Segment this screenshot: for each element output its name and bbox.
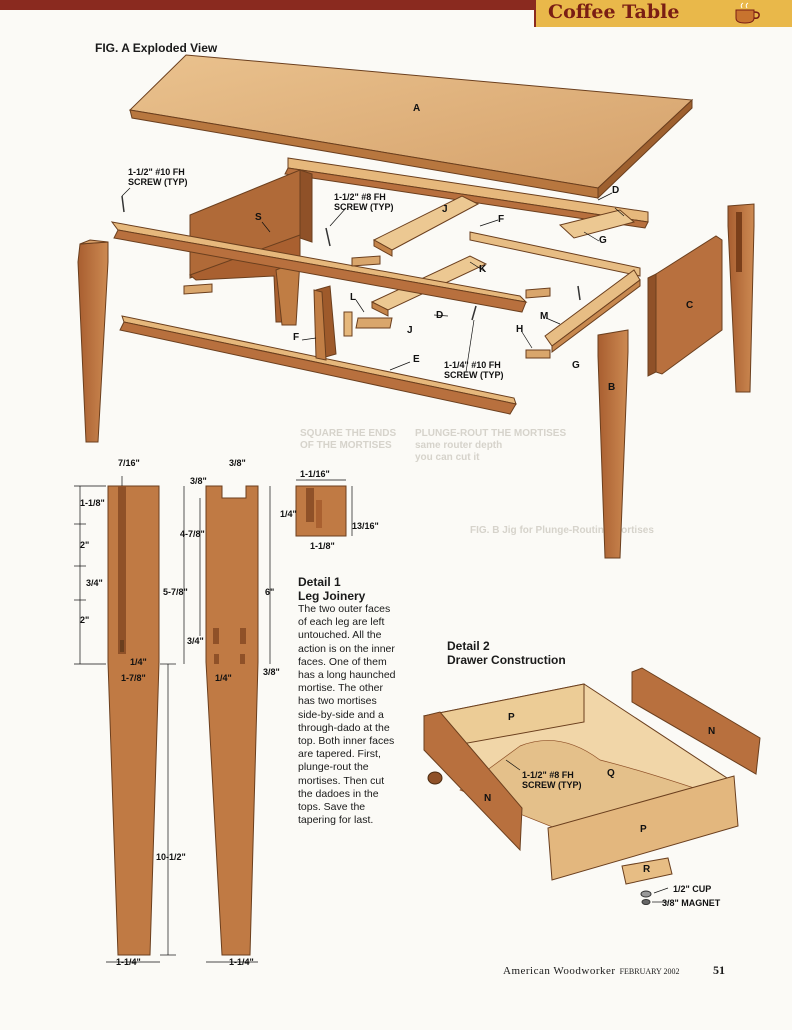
dim-label: 1/4"	[130, 657, 147, 667]
callout-screw-mid: 1-1/2" #8 FH SCREW (TYP)	[334, 192, 394, 212]
dim-label: 1-1/8"	[80, 498, 105, 508]
dim-label: 1-1/8"	[310, 541, 335, 551]
part-label-h: H	[516, 324, 524, 335]
dim-label: 7/16"	[118, 458, 140, 468]
part-label-d2: D	[436, 310, 444, 321]
coffee-cup-icon	[735, 2, 760, 24]
dim-label: 3/8"	[190, 476, 207, 486]
part-label-d: D	[612, 185, 620, 196]
dim-label: 4-7/8"	[180, 529, 205, 539]
dimension-lines	[74, 476, 353, 963]
issue-date: FEBRUARY 2002	[619, 967, 680, 976]
dim-label: 1-1/4"	[116, 957, 141, 967]
part-label-s: S	[255, 212, 262, 223]
part-label-a: A	[413, 103, 421, 114]
header-bar	[0, 0, 792, 10]
front-lower-rail-e	[119, 315, 517, 415]
page-title: Coffee Table	[548, 1, 680, 23]
detail-1-text: The two outer faces of each leg are left…	[298, 603, 396, 827]
part-label-g2: G	[572, 360, 580, 371]
leg-b	[597, 329, 629, 559]
callout-screw-left: 1-1/2" #10 FH SCREW (TYP)	[128, 167, 188, 187]
front-upper-rail-d	[110, 221, 528, 313]
callout-screw-bottom: 1-1/4" #10 FH SCREW (TYP)	[444, 360, 504, 380]
part-label-n: N	[708, 726, 716, 737]
divider-f	[313, 285, 337, 361]
part-label-p: P	[508, 712, 515, 723]
runner-frame	[469, 209, 641, 353]
callout-magnet: 3/8" MAGNET	[662, 898, 721, 908]
leg-elevation-1	[107, 485, 160, 956]
part-label-c: C	[686, 300, 694, 311]
part-label-n: N	[484, 793, 492, 804]
callout-cup: 1/2" CUP	[673, 884, 712, 894]
screws	[121, 195, 581, 321]
dim-label: 1/4"	[215, 673, 232, 683]
dim-label: 6"	[265, 587, 275, 597]
part-label-l: L	[350, 292, 357, 303]
magazine-name: American Woodworker	[503, 965, 616, 977]
part-label-b: B	[608, 382, 616, 393]
part-label-k: K	[479, 264, 487, 275]
dim-label: 5-7/8"	[163, 587, 188, 597]
leg-left	[77, 239, 109, 443]
dim-label: 10-1/2"	[156, 852, 186, 862]
tabletop-a	[128, 54, 694, 200]
leg-right	[727, 203, 755, 393]
part-label-g: G	[599, 235, 607, 246]
dim-label: 3/4"	[86, 578, 103, 588]
dim-label: 1/4"	[280, 509, 297, 519]
part-label-r: R	[643, 864, 651, 875]
dim-label: 13/16"	[352, 521, 379, 531]
dim-label: 2"	[80, 540, 90, 550]
dim-label: 1-1/16"	[300, 469, 330, 479]
side-panel-c	[647, 235, 723, 377]
leader-lines	[121, 187, 625, 373]
part-label-j2: J	[407, 325, 413, 336]
callout-drawer-screw: 1-1/2" #8 FH SCREW (TYP)	[522, 770, 582, 790]
part-label-e: E	[413, 354, 420, 365]
dim-label: 3/4"	[187, 636, 204, 646]
leg-end-view	[295, 485, 347, 537]
small-parts	[183, 255, 551, 359]
part-label-p: P	[640, 824, 647, 835]
page-number: 51	[713, 963, 725, 977]
drawer-leaders	[505, 759, 669, 903]
ghost-text: FIG. B Jig for Plunge-Routing Mortises	[470, 525, 654, 536]
fig-a-title: FIG. A Exploded View	[95, 41, 218, 55]
part-label-f: F	[498, 214, 505, 225]
leg-elevation-2	[205, 485, 259, 956]
part-label-m: M	[540, 311, 549, 322]
part-label-q: Q	[607, 768, 615, 779]
part-label-j: J	[442, 204, 448, 215]
dim-label: 3/8"	[229, 458, 246, 468]
detail-1-title: Detail 1 Leg Joinery	[298, 575, 366, 603]
dim-label: 1-1/4"	[229, 957, 254, 967]
dim-label: 2"	[80, 615, 90, 625]
dim-label: 1-7/8"	[121, 673, 146, 683]
drawer	[422, 667, 761, 905]
detail-2-title: Detail 2 Drawer Construction	[447, 639, 566, 667]
part-label-f2: F	[293, 332, 300, 343]
dim-label: 3/8"	[263, 667, 280, 677]
